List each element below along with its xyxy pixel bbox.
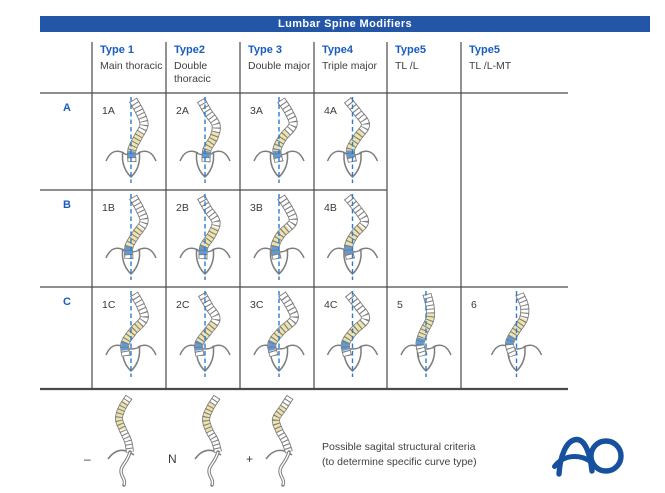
row-label: B xyxy=(63,199,71,211)
sagittal-criterion-label: + xyxy=(246,452,254,466)
cell-label: 5 xyxy=(397,299,403,311)
spine-illustration-4C xyxy=(326,291,379,377)
sagittal-criterion-label: N xyxy=(168,452,177,466)
spine-illustration-6 xyxy=(490,291,543,377)
spine-illustration-1A xyxy=(105,97,157,183)
caption-line-1: Possible sagital structural criteria xyxy=(322,441,476,453)
column-header-type: Type 3 xyxy=(248,44,283,56)
column-header-desc: Double thoracic xyxy=(174,60,211,85)
column-header-desc: Triple major xyxy=(322,60,378,72)
spine-illustration-3B xyxy=(253,194,305,280)
sagittal-spine-2 xyxy=(194,394,222,487)
column-header-desc: Double major xyxy=(248,60,311,72)
column-header-desc: TL /L-MT xyxy=(469,60,512,72)
column-header-type: Type 1 xyxy=(100,44,135,56)
cell-label: 6 xyxy=(471,299,477,311)
spine-illustration-5 xyxy=(400,291,452,377)
column-header-type: Type2 xyxy=(174,44,205,56)
spine-illustration-2A xyxy=(179,97,231,183)
column-header-type: Type5 xyxy=(469,44,500,56)
table-grid xyxy=(40,42,568,391)
row-label: C xyxy=(63,296,71,308)
spine-illustration-3C xyxy=(253,291,305,377)
cell-label: 1C xyxy=(102,299,116,311)
spine-illustration-1C xyxy=(105,291,157,377)
cell-label: 4A xyxy=(324,105,337,117)
cell-label: 3B xyxy=(250,202,263,214)
cell-label: 2A xyxy=(176,105,189,117)
spine-illustration-4A xyxy=(326,97,379,183)
page-title: Lumbar Spine Modifiers xyxy=(277,18,413,30)
cell-label: 1B xyxy=(102,202,115,214)
cell-label: 2B xyxy=(176,202,189,214)
column-header-type: Type4 xyxy=(322,44,353,56)
sagittal-spine-3 xyxy=(265,394,294,487)
column-header-desc: Main thoracic xyxy=(100,60,163,72)
cell-label: 3C xyxy=(250,299,264,311)
spine-illustration-1B xyxy=(105,194,157,280)
cell-label: 2C xyxy=(176,299,190,311)
cell-label: 1A xyxy=(102,105,115,117)
column-header-type: Type5 xyxy=(395,44,426,56)
sagittal-spine-1 xyxy=(107,394,135,487)
sagittal-criterion-label: – xyxy=(84,452,91,466)
spine-illustration-3A xyxy=(253,97,305,183)
ao-logo xyxy=(552,436,624,477)
spine-illustration-2C xyxy=(179,291,231,377)
row-label: A xyxy=(63,102,71,114)
column-header-desc: TL /L xyxy=(395,60,419,72)
cell-label: 4C xyxy=(324,299,338,311)
caption-line-2: (to determine specific curve type) xyxy=(322,456,477,468)
cell-label: 3A xyxy=(250,105,263,117)
cell-label: 4B xyxy=(324,202,337,214)
spine-illustration-2B xyxy=(179,194,231,280)
spine-illustration-4B xyxy=(326,194,379,280)
title-bar: Lumbar Spine Modifiers xyxy=(40,16,650,32)
